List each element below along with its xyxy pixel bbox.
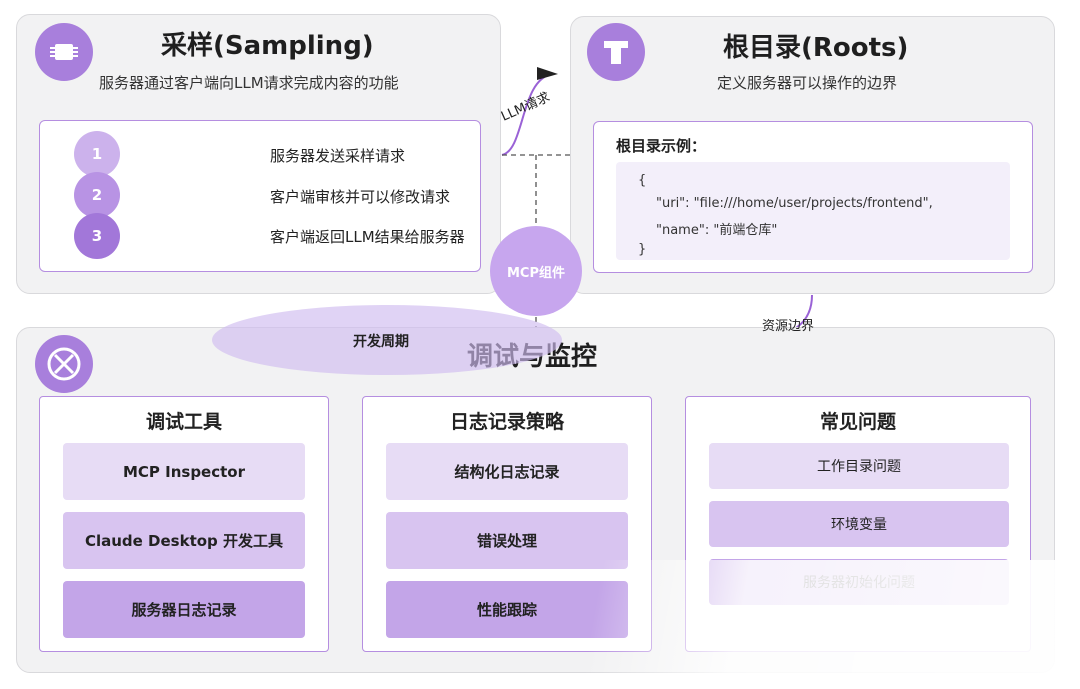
- dev-cycle-ellipse: [212, 305, 562, 375]
- item-server-init: 服务器初始化问题: [709, 559, 1009, 605]
- step-1-circle: 1: [74, 131, 120, 177]
- close-circle-icon: [35, 335, 93, 393]
- roots-title: 根目录(Roots): [723, 33, 909, 63]
- code-line-3: "name": "前端仓库": [656, 223, 778, 238]
- item-server-logging: 服务器日志记录: [63, 581, 305, 638]
- resource-boundary-label: 资源边界: [762, 319, 815, 334]
- item-claude-desktop-tools: Claude Desktop 开发工具: [63, 512, 305, 569]
- roots-subtitle: 定义服务器可以操作的边界: [717, 74, 898, 92]
- step-2-text: 客户端审核并可以修改请求: [270, 188, 451, 206]
- code-line-1: {: [638, 173, 647, 188]
- debug-panel: 调试与监控 调试工具 MCP Inspector Claude Desktop …: [16, 327, 1055, 673]
- step-1-text: 服务器发送采样请求: [270, 147, 406, 165]
- step-2-circle: 2: [74, 172, 120, 218]
- roots-example-box: 根目录示例： { "uri": "file:///home/user/proje…: [593, 121, 1033, 273]
- sampling-steps-box: 1 2 3 服务器发送采样请求 客户端审核并可以修改请求 客户端返回LLM结果给…: [39, 120, 481, 272]
- mcp-component-label: MCP组件: [506, 265, 565, 281]
- root-icon: [587, 23, 645, 81]
- logging-strategy-column: 日志记录策略 结构化日志记录 错误处理 性能跟踪: [362, 396, 652, 652]
- step-3-text: 客户端返回LLM结果给服务器: [270, 228, 465, 246]
- sampling-title: 采样(Sampling): [161, 31, 374, 61]
- item-performance-tracking: 性能跟踪: [386, 581, 628, 638]
- item-mcp-inspector: MCP Inspector: [63, 443, 305, 500]
- chip-icon: [35, 23, 93, 81]
- code-line-4: }: [638, 242, 647, 257]
- item-env-variables: 环境变量: [709, 501, 1009, 547]
- roots-example-label: 根目录示例：: [616, 137, 707, 155]
- step-3-circle: 3: [74, 213, 120, 259]
- debug-tools-column: 调试工具 MCP Inspector Claude Desktop 开发工具 服…: [39, 396, 329, 652]
- sampling-subtitle: 服务器通过客户端向LLM请求完成内容的功能: [99, 74, 399, 92]
- sampling-panel: 采样(Sampling) 服务器通过客户端向LLM请求完成内容的功能 1 2 3…: [16, 14, 501, 294]
- item-structured-logging: 结构化日志记录: [386, 443, 628, 500]
- logging-strategy-title: 日志记录策略: [449, 411, 564, 433]
- code-line-2: "uri": "file:///home/user/projects/front…: [656, 196, 933, 211]
- debug-tools-title: 调试工具: [145, 411, 222, 433]
- item-working-directory: 工作目录问题: [709, 443, 1009, 489]
- dev-cycle-label: 开发周期: [353, 334, 409, 350]
- mcp-component-node: MCP组件: [490, 226, 582, 316]
- item-error-handling: 错误处理: [386, 512, 628, 569]
- roots-panel: 根目录(Roots) 定义服务器可以操作的边界 根目录示例： { "uri": …: [570, 16, 1055, 294]
- common-issues-column: 常见问题 工作目录问题 环境变量 服务器初始化问题: [685, 396, 1031, 652]
- llm-request-label: LLM请求: [498, 89, 553, 125]
- common-issues-title: 常见问题: [819, 411, 896, 433]
- code-block: { "uri": "file:///home/user/projects/fro…: [616, 162, 1010, 260]
